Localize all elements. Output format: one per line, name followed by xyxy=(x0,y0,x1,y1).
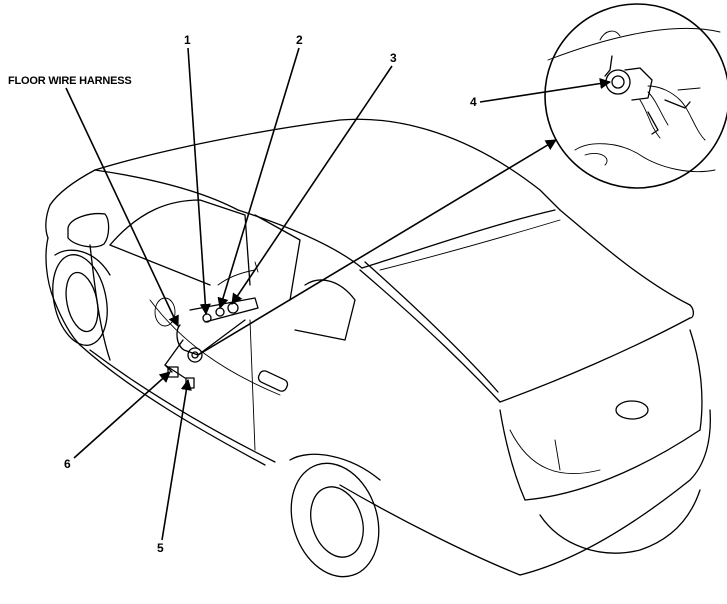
leader-3 xyxy=(231,65,393,305)
leader-1 xyxy=(187,47,211,316)
floor-wire-harness-label: FLOOR WIRE HARNESS xyxy=(8,75,132,87)
leader-floor-wire-harness xyxy=(65,87,179,328)
callout-3: 3 xyxy=(390,51,397,65)
callout-5: 5 xyxy=(157,541,164,555)
leader-4 xyxy=(479,77,612,103)
callout-6: 6 xyxy=(64,457,71,471)
floor-wire-harness-icon xyxy=(164,261,259,379)
callout-4: 4 xyxy=(470,95,477,109)
car-body-icon xyxy=(45,118,711,578)
leader-5 xyxy=(161,378,192,541)
callout-2: 2 xyxy=(296,33,303,47)
leader-lines xyxy=(65,47,612,541)
leader-6 xyxy=(73,371,171,459)
callout-1: 1 xyxy=(184,33,191,47)
leader-2 xyxy=(217,47,300,310)
ground-terminal-detail-icon xyxy=(544,3,727,189)
detail-pointer-arrow xyxy=(197,139,557,356)
